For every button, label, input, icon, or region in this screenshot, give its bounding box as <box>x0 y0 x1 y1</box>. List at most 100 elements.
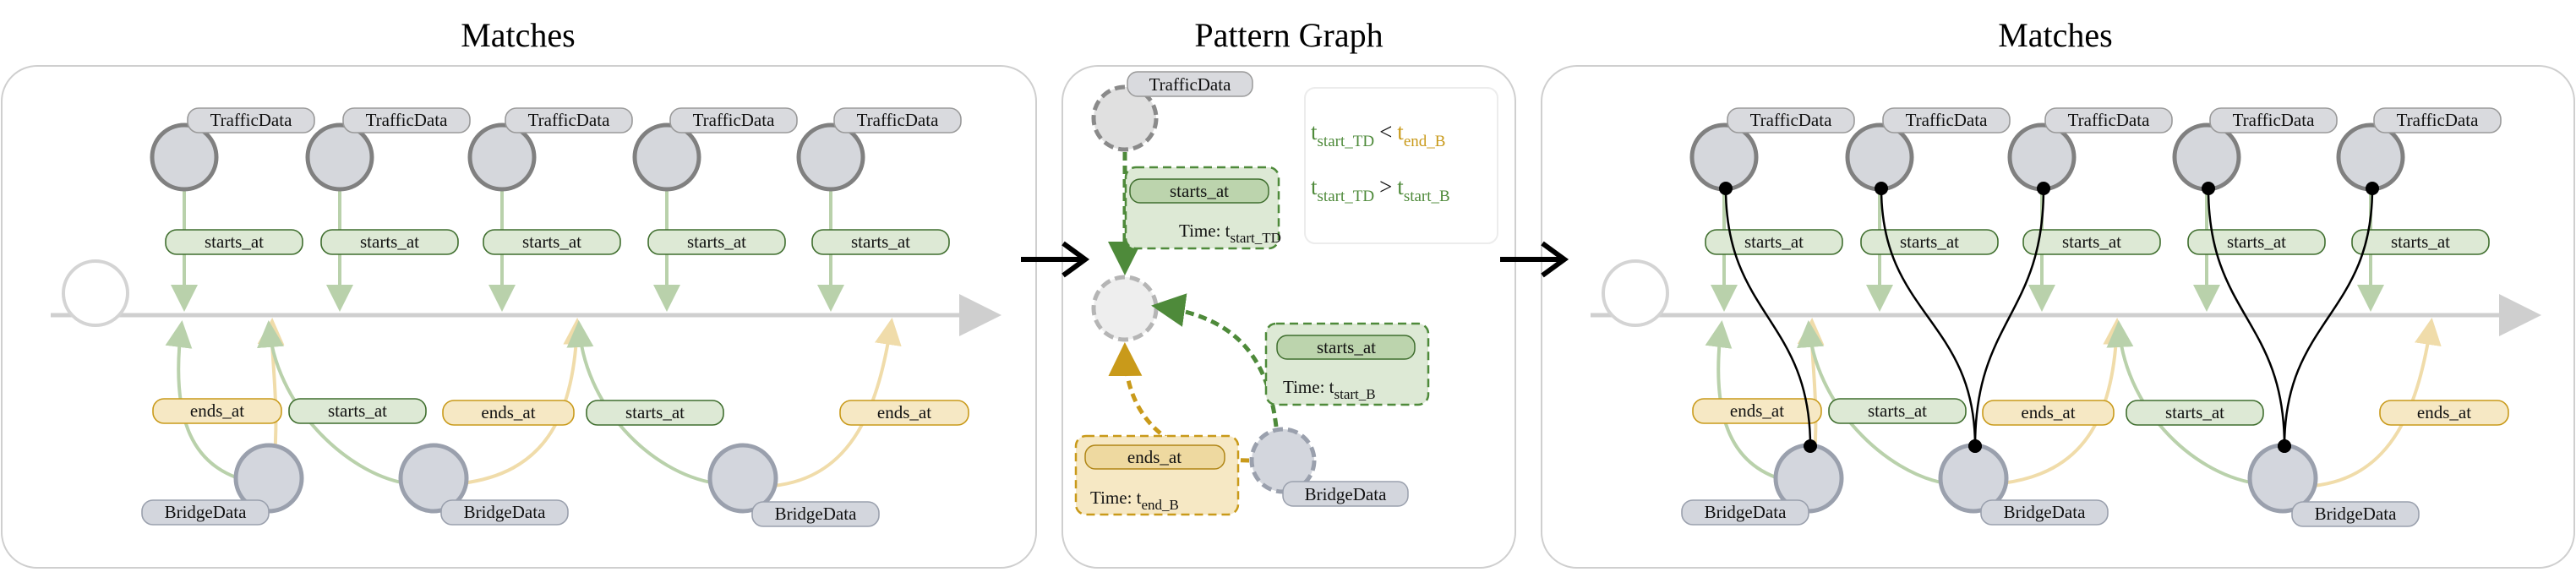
starts-at-label: starts_at <box>687 232 746 252</box>
traffic-label: TrafficData <box>210 110 292 130</box>
pattern-event-node <box>1091 275 1159 342</box>
ends-at-label: ends_at <box>877 402 931 422</box>
traffic-label: TrafficData <box>2397 110 2479 130</box>
starts-at-label: starts_at <box>2391 232 2450 252</box>
ends-at-label: ends_at <box>481 402 535 422</box>
starts-at-label: starts_at <box>1744 232 1804 252</box>
pattern-time-end-b: Time: tend_B <box>1090 488 1179 513</box>
starts-at-box <box>647 229 786 255</box>
pattern-bridge-label: BridgeData <box>1305 484 1387 504</box>
starts-at-label: starts_at <box>2062 232 2121 252</box>
starts-at-box <box>165 229 303 255</box>
pattern-starts-at-td-label: starts_at <box>1170 181 1229 201</box>
bridge-box <box>1980 499 2109 526</box>
traffic-node <box>467 123 537 192</box>
pattern-traffic-label: TrafficData <box>1149 74 1231 95</box>
starts-at-label: starts_at <box>1868 400 1927 421</box>
ends-at-box <box>839 400 969 426</box>
starts-at-box <box>811 229 950 255</box>
ends-at-label: ends_at <box>1730 400 1784 421</box>
traffic-box <box>1727 107 1855 133</box>
starts-at-label: starts_at <box>328 400 387 421</box>
traffic-label: TrafficData <box>528 110 610 130</box>
ends-at-label: ends_at <box>2417 402 2471 422</box>
traffic-label: TrafficData <box>2233 110 2315 130</box>
starts-at-label: starts_at <box>2165 402 2224 422</box>
starts-at-box <box>320 229 459 255</box>
bridge-starts-at-edge <box>1705 320 1791 483</box>
traffic-node <box>150 123 219 192</box>
match-endpoint-dot <box>1804 439 1817 453</box>
starts-at-box <box>1828 398 1967 424</box>
traffic-label: TrafficData <box>857 110 939 130</box>
match-link <box>1880 188 1977 447</box>
match-link <box>1973 188 2045 447</box>
starts-at-label: starts_at <box>2227 232 2286 252</box>
timeline-origin-node <box>1602 259 1669 327</box>
constraint-1: tstart_TD<tend_B <box>1311 119 1445 150</box>
traffic-box <box>342 107 471 133</box>
bridge-starts-at-edge <box>566 320 717 485</box>
traffic-node <box>305 123 374 192</box>
pattern-time-start-b: Time: tstart_B <box>1283 377 1376 402</box>
pattern-ends-at-b-label: ends_at <box>1127 447 1182 467</box>
constraint-2: tstart_TD>tstart_B <box>1311 174 1450 205</box>
bridge-label: BridgeData <box>2315 504 2397 524</box>
starts-at-box <box>2126 400 2264 426</box>
traffic-box <box>669 107 798 133</box>
traffic-box <box>2209 107 2338 133</box>
bridge-starts-at-edge <box>165 320 251 483</box>
traffic-label: TrafficData <box>1906 110 1988 130</box>
pattern-bridge-label-box <box>1282 481 1409 507</box>
traffic-node <box>1689 123 1759 192</box>
bridge-box <box>141 499 270 526</box>
middle-title: Pattern Graph <box>1194 16 1383 54</box>
timeline-origin-node <box>62 259 129 327</box>
ends-at-box <box>1982 400 2115 426</box>
traffic-label: TrafficData <box>2068 110 2150 130</box>
starts-at-box <box>2351 229 2490 255</box>
match-link <box>1724 188 1812 447</box>
bridge-label: BridgeData <box>464 502 546 522</box>
bridge-box <box>2291 501 2420 527</box>
pattern-starts-at-b-label: starts_at <box>1317 337 1376 357</box>
match-endpoint-dot <box>1719 182 1733 195</box>
match-endpoint-dot <box>1875 182 1888 195</box>
bridge-starts-at-edge <box>257 320 407 485</box>
ends-at-box <box>152 398 282 424</box>
pattern-starts-at-td-pill <box>1129 178 1269 204</box>
bridge-box <box>440 499 569 526</box>
starts-at-label: starts_at <box>625 402 685 422</box>
bridge-starts-at-edge <box>1797 320 1946 485</box>
starts-at-box <box>586 400 724 426</box>
starts-at-label: starts_at <box>360 232 419 252</box>
constraint-box <box>1304 87 1498 244</box>
pattern-time-start-td: Time: tstart_TD <box>1179 221 1281 246</box>
left-matches: TrafficData TrafficData TrafficData Traffic… <box>51 107 1001 527</box>
traffic-box <box>187 107 315 133</box>
traffic-label: TrafficData <box>1750 110 1832 130</box>
traffic-label: TrafficData <box>693 110 775 130</box>
traffic-node <box>796 123 865 192</box>
traffic-box <box>2044 107 2173 133</box>
starts-at-box <box>288 398 427 424</box>
traffic-box <box>1882 107 2011 133</box>
traffic-box <box>2373 107 2502 133</box>
starts-at-label: starts_at <box>1900 232 1959 252</box>
pattern-traffic-node <box>1091 84 1159 152</box>
right-title: Matches <box>1998 16 2113 54</box>
match-link <box>2207 188 2286 447</box>
bridge-ends-at-edge <box>2001 318 2131 485</box>
pattern-graph: tstart_TD<tend_B tstart_TD>tstart_B Traf… <box>1074 71 1498 516</box>
starts-at-box <box>1705 229 1843 255</box>
pattern-edge-bridge-ends-at <box>1108 342 1250 463</box>
right-matches: TrafficData TrafficData TrafficData Traffic… <box>1591 107 2541 527</box>
ends-at-label: ends_at <box>2021 402 2075 422</box>
match-endpoint-dot <box>2366 182 2379 195</box>
bridge-box <box>751 501 880 527</box>
bridge-label: BridgeData <box>2004 502 2086 522</box>
pattern-starts-at-b-pill <box>1276 335 1416 360</box>
bridge-ends-at-edge <box>2312 318 2442 488</box>
bridge-starts-at-edge <box>2106 320 2257 485</box>
